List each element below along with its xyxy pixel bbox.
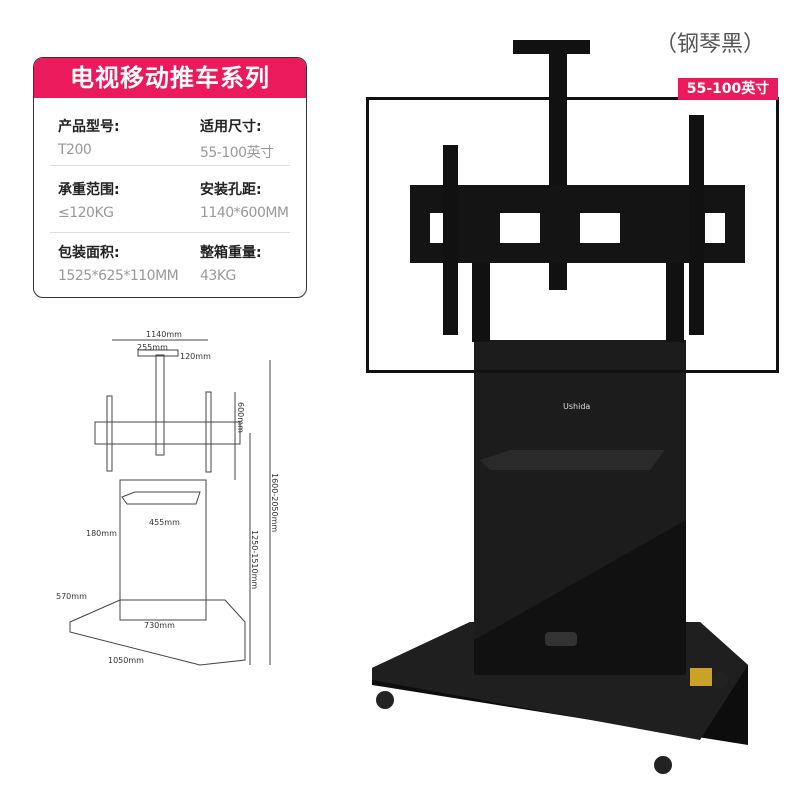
divider	[50, 232, 290, 233]
shelf	[480, 450, 665, 470]
drawing-bracket	[94, 421, 241, 445]
spec-label: 包装面积:	[58, 245, 120, 261]
color-name: （钢琴黑）	[655, 32, 766, 57]
bracket-cutout	[580, 213, 620, 243]
spec-card: 电视移动推车系列 产品型号: T200 适用尺寸: 55-100英寸 承重范围: ≤1…	[33, 57, 307, 298]
size-tag: 55-100英寸	[678, 78, 778, 100]
dim-label: 570mm	[56, 592, 87, 601]
cable-port	[545, 632, 577, 646]
spec-value: ≤120KG	[58, 205, 114, 221]
spec-row: 承重范围: ≤120KG 安装孔距: 1140*600MM	[34, 179, 306, 239]
mounting-rail	[443, 145, 458, 335]
dim-label: 120mm	[180, 352, 211, 361]
drawing-camera-mount	[137, 349, 179, 357]
spec-value: 55-100英寸	[200, 145, 274, 161]
dim-label: 1140mm	[146, 330, 182, 339]
wheel	[376, 691, 394, 709]
dim-label: 180mm	[86, 529, 117, 538]
mounting-rail	[689, 115, 704, 335]
dim-label: 730mm	[144, 621, 175, 630]
spec-value: 1525*625*110MM	[58, 268, 179, 284]
dim-label: 255mm	[137, 343, 168, 352]
spec-label: 整箱重量:	[200, 245, 262, 261]
drawing-pole	[155, 354, 165, 456]
upright	[472, 260, 490, 342]
dim-label: 455mm	[149, 518, 180, 527]
spec-label: 安装孔距:	[200, 182, 262, 198]
bracket-cutout	[500, 213, 540, 243]
spec-label: 产品型号:	[58, 119, 120, 135]
card-title: 电视移动推车系列	[34, 58, 306, 98]
spec-value: 1140*600MM	[200, 205, 289, 221]
wheel	[654, 756, 672, 774]
wheel	[712, 672, 728, 688]
drawing-shelf	[121, 491, 201, 505]
cabinet-reflection	[474, 340, 686, 640]
spec-row: 产品型号: T200 适用尺寸: 55-100英寸	[34, 116, 306, 176]
drawing-rail	[205, 391, 212, 473]
camera-mount	[513, 40, 590, 54]
dim-label: 1250-1510mm	[250, 530, 259, 590]
spec-label: 适用尺寸:	[200, 119, 262, 135]
upright	[666, 260, 684, 342]
dim-label: 600mm	[236, 402, 245, 433]
warning-label	[690, 668, 712, 686]
spec-value: 43KG	[200, 268, 236, 284]
dim-label: 1050mm	[108, 656, 144, 665]
spec-row: 包装面积: 1525*625*110MM 整箱重量: 43KG	[34, 242, 306, 297]
dim-label: 1600-2050mm	[270, 473, 279, 533]
drawing-cabinet	[119, 479, 207, 621]
spec-label: 承重范围:	[58, 182, 120, 198]
drawing-base	[69, 599, 246, 666]
dimension-drawing	[69, 339, 271, 666]
tv-size-frame	[366, 97, 779, 373]
spec-value: T200	[58, 142, 92, 158]
drawing-rail	[106, 395, 113, 472]
brand-logo: Ushida	[563, 402, 591, 411]
divider	[50, 165, 290, 166]
bracket-cutout	[705, 213, 725, 243]
